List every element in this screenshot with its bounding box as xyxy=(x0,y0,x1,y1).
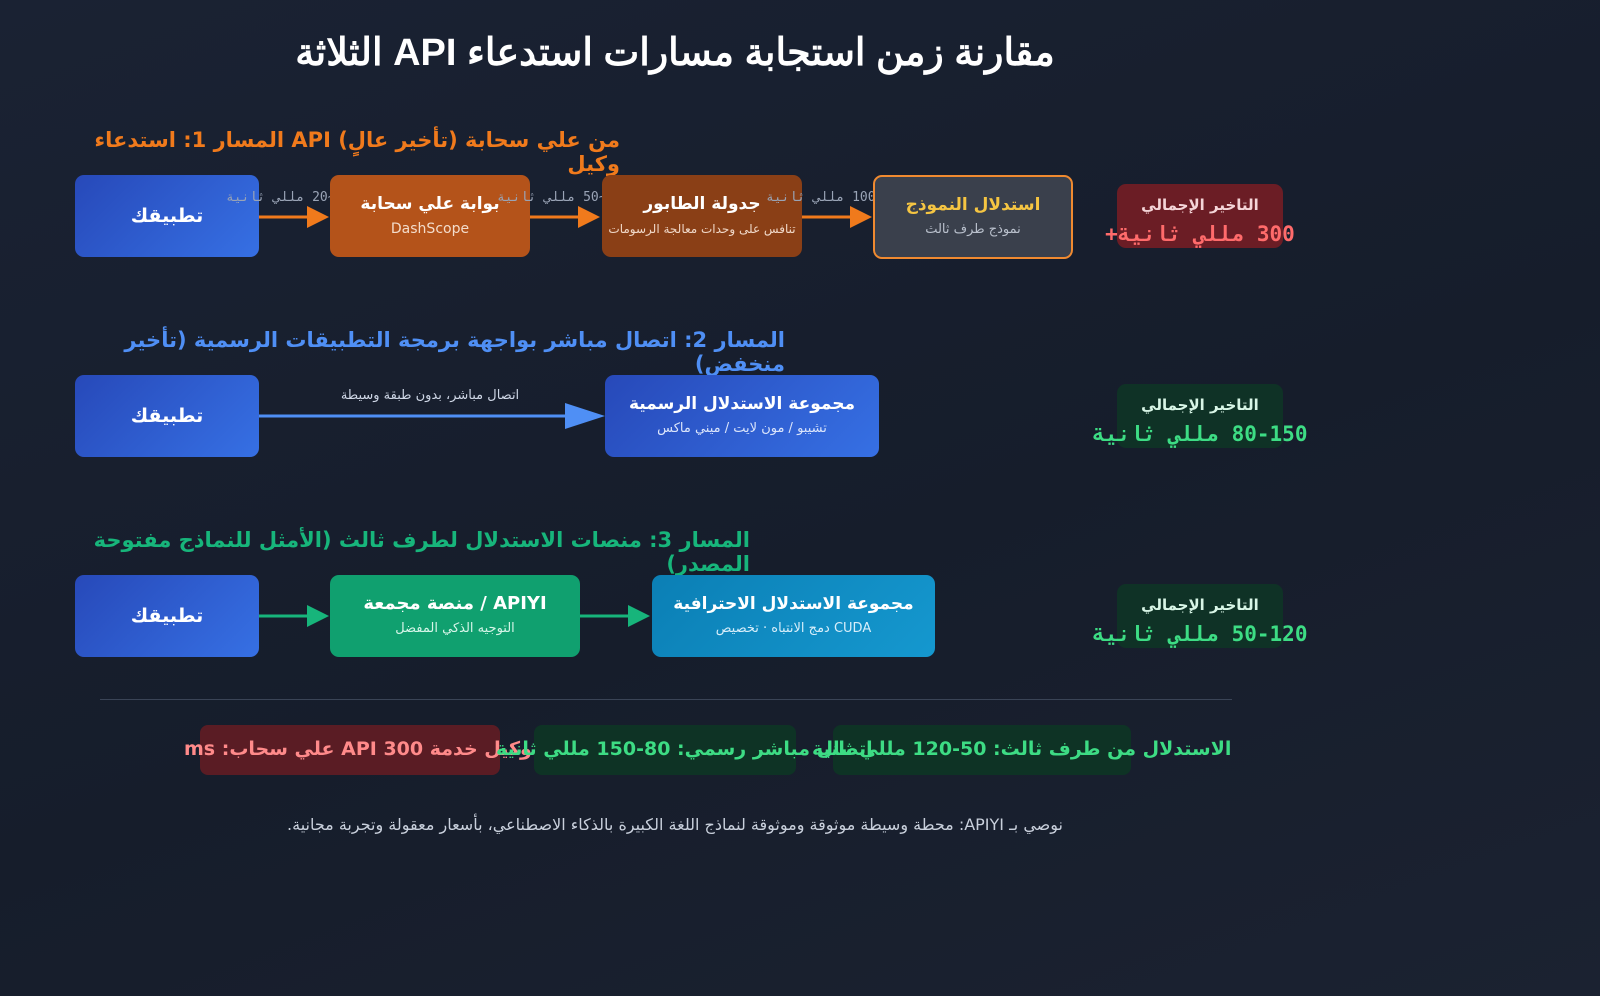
route1-gateway-subtitle: DashScope xyxy=(390,221,470,237)
summary-proxy-text: وكيل خدمة API 300 علي سحاب: ms xyxy=(184,738,532,760)
route2-app-node: تطبيقك xyxy=(75,375,259,457)
route1-app-node: تطبيقك xyxy=(75,175,259,257)
route3-heading: المسار 3: منصات الاستدلال لطرف ثالث (الأ… xyxy=(93,528,750,576)
route3-cluster-subtitle: دمج الانتباه · تخصيص CUDA xyxy=(715,621,872,636)
route2-cluster-subtitle: تشيبو / مون لايت / ميني ماكس xyxy=(657,421,827,436)
route1-arrow-2 xyxy=(530,206,600,228)
route1-total-value: 300 مللي ثانية+ xyxy=(1105,222,1295,246)
route1-gateway-title: بوابة علي سحابة xyxy=(360,194,500,214)
route1-arrow-1 xyxy=(259,206,329,228)
footer-recommendation: نوصي بـ APIYI: محطة وسيطة موثوقة وموثوقة… xyxy=(287,815,1063,834)
route3-platform-title: منصة مجمعة / APIYI xyxy=(363,593,547,614)
route1-inference-title: استدلال النموذج xyxy=(905,195,1041,215)
route3-arrow-1 xyxy=(259,605,329,627)
route2-total-badge xyxy=(1117,384,1283,448)
route2-link-label: اتصال مباشر، بدون طبقة وسيطة xyxy=(340,388,520,403)
route3-platform-node: منصة مجمعة / APIYI التوجيه الذكي المفضل xyxy=(330,575,580,657)
summary-official-text: اتصال مباشر رسمي: 80-150 مللي ثانية xyxy=(496,738,873,760)
summary-proxy-pill xyxy=(200,725,500,775)
summary-third-party-text: الاستدلال من طرف ثالث: 50-120 مللي ثانية xyxy=(812,738,1232,760)
route1-app-label: تطبيقك xyxy=(130,205,204,227)
route2-arrow xyxy=(259,403,605,429)
route3-cluster-node: مجموعة الاستدلال الاحترافية دمج الانتباه… xyxy=(652,575,935,657)
route3-app-label: تطبيقك xyxy=(130,605,204,627)
route1-gateway-node: بوابة علي سحابة DashScope xyxy=(330,175,530,257)
route3-app-node: تطبيقك xyxy=(75,575,259,657)
route3-total-label: التاخير الإجمالي xyxy=(1141,596,1259,614)
page-title: الثلاثة API مقارنة زمن استجابة مسارات اس… xyxy=(295,32,1055,74)
route3-cluster-title: مجموعة الاستدلال الاحترافية xyxy=(673,594,914,614)
route3-total-badge xyxy=(1117,584,1283,648)
route2-cluster-title: مجموعة الاستدلال الرسمية xyxy=(628,394,856,414)
route1-queue-node: جدولة الطابور تنافس على وحدات معالجة الر… xyxy=(602,175,802,257)
route2-app-label: تطبيقك xyxy=(130,405,204,427)
route1-queue-title: جدولة الطابور xyxy=(643,194,761,214)
route3-platform-subtitle: التوجيه الذكي المفضل xyxy=(395,621,515,636)
summary-official-pill xyxy=(534,725,796,775)
route2-cluster-node: مجموعة الاستدلال الرسمية تشيبو / مون لاي… xyxy=(605,375,879,457)
route2-heading: المسار 2: اتصال مباشر بواجهة برمجة التطب… xyxy=(124,328,785,376)
route2-total-value: 80-150 مللي ثانية xyxy=(1092,422,1308,446)
route1-total-badge xyxy=(1117,184,1283,248)
route3-arrow-2 xyxy=(580,605,650,627)
section-divider xyxy=(100,699,1232,700)
route1-inference-subtitle: نموذج طرف ثالث xyxy=(925,222,1021,237)
summary-third-party-pill xyxy=(833,725,1131,775)
route1-arrow-3 xyxy=(802,206,872,228)
route1-heading: من علي سحابة (تأخير عالٍ) API المسار 1: … xyxy=(94,128,620,176)
route2-total-label: التاخير الإجمالي xyxy=(1141,396,1259,414)
route3-total-value: 50-120 مللي ثانية xyxy=(1092,622,1308,646)
route1-queue-subtitle: تنافس على وحدات معالجة الرسومات xyxy=(608,222,796,236)
route1-inference-node: استدلال النموذج نموذج طرف ثالث xyxy=(873,175,1073,259)
route1-total-label: التاخير الإجمالي xyxy=(1141,196,1259,214)
